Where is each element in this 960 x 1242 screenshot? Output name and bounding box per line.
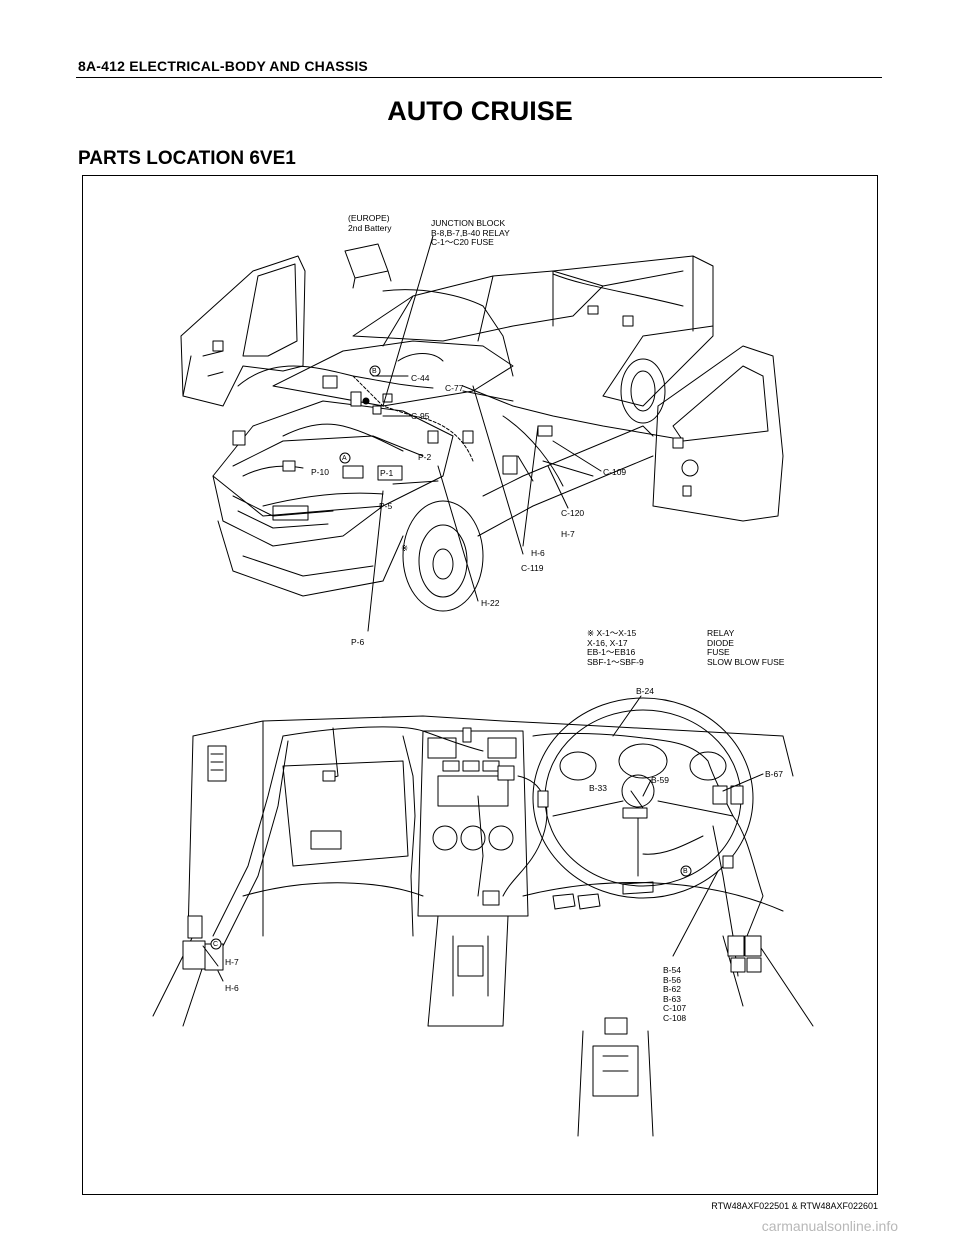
label-h6-top: H-6 — [531, 548, 545, 558]
circle-letter-b-bottom: B — [683, 868, 688, 875]
label-junction-block: JUNCTION BLOCK B-8,B-7,B-40 RELAY C-1～C2… — [431, 218, 510, 247]
watermark-text: carmanualsonline.info — [761, 1218, 898, 1234]
circle-letter-a: A — [342, 455, 347, 462]
circle-letter-b-top: B — [372, 368, 377, 375]
wiring-illustration — [152, 235, 814, 1137]
page-header: 8A-412 ELECTRICAL-BODY AND CHASSIS — [78, 58, 368, 74]
label-b24: B-24 — [636, 686, 654, 696]
label-p2: P-2 — [418, 452, 432, 462]
label-p1: P-1 — [380, 468, 394, 478]
label-c119: C-119 — [521, 563, 544, 573]
instrument-panel-drawing — [152, 695, 814, 1137]
label-c120: C-120 — [561, 508, 585, 518]
label-b67: B-67 — [765, 769, 783, 779]
page-title: AUTO CRUISE — [387, 96, 573, 126]
figure-reference: RTW48AXF022501 & RTW48AXF022601 — [711, 1201, 878, 1211]
label-c109: C-109 — [603, 467, 627, 477]
label-c95: C-95 — [411, 411, 430, 421]
label-p6: P-6 — [351, 637, 365, 647]
label-h22: H-22 — [481, 598, 500, 608]
section-title: PARTS LOCATION 6VE1 — [78, 148, 296, 169]
label-c77: C-77 — [445, 383, 464, 393]
label-europe-battery: (EUROPE) 2nd Battery — [348, 213, 392, 233]
label-connector-list: B-54 B-56 B-62 B-63 C-107 C-108 — [663, 965, 687, 1023]
label-p10: P-10 — [311, 467, 329, 477]
label-h7-bottom: H-7 — [225, 957, 239, 967]
label-h7-top: H-7 — [561, 529, 575, 539]
label-c44: C-44 — [411, 373, 430, 383]
reference-circles — [210, 365, 692, 950]
label-b33: B-33 — [589, 783, 607, 793]
header-rule — [76, 77, 882, 78]
label-b59: B-59 — [651, 775, 669, 785]
vehicle-body-drawing — [180, 235, 784, 632]
parts-location-figure: (EUROPE) 2nd Battery JUNCTION BLOCK B-8,… — [82, 175, 878, 1195]
circle-letter-c: C — [213, 941, 219, 948]
label-h6-bottom: H-6 — [225, 983, 239, 993]
label-p5: P-5 — [379, 501, 393, 511]
label-asterisk: ※ — [401, 543, 409, 553]
